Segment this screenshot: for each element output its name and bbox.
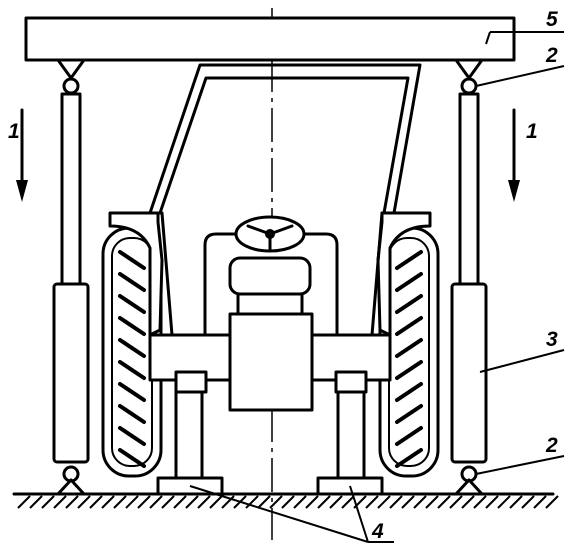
fender-left (108, 211, 164, 337)
hatch-mark (545, 495, 559, 509)
tyre-tread (395, 448, 423, 468)
hatch-mark (473, 495, 487, 509)
hatch-mark (161, 495, 175, 509)
tyre-tread (395, 250, 423, 270)
hatch-mark (197, 495, 211, 509)
tyre-tread (395, 426, 423, 446)
hatch-mark (497, 495, 511, 509)
hatch-mark (17, 495, 31, 509)
support-stand-left (156, 370, 224, 496)
force-arrow-right (508, 108, 520, 202)
hatch-mark (173, 495, 187, 509)
hatch-mark (521, 495, 535, 509)
hatch-mark (389, 495, 403, 509)
hatch-mark (269, 495, 283, 509)
hatch-mark (77, 495, 91, 509)
label-arrow-left: 1 (8, 120, 20, 143)
tyre-tread (118, 250, 146, 270)
hatch-mark (461, 495, 475, 509)
hatch-mark (449, 495, 463, 509)
hatch-mark (317, 495, 331, 509)
actuator-left (52, 58, 90, 496)
tyre-tread (118, 338, 146, 358)
ground-hatching (17, 495, 559, 509)
label-supports: 4 (371, 520, 384, 543)
hatch-mark (65, 495, 79, 509)
leader-lines (189, 31, 565, 543)
hatch-mark (41, 495, 55, 509)
tyre-tread (118, 272, 146, 292)
tyre-tread (395, 316, 423, 336)
hatch-mark (257, 495, 271, 509)
hatch-mark (209, 495, 223, 509)
hatch-mark (149, 495, 163, 509)
hatch-mark (137, 495, 151, 509)
label-beam: 5 (546, 8, 558, 31)
tyre-tread (395, 404, 423, 424)
tyre-tread (118, 426, 146, 446)
hatch-mark (221, 495, 235, 509)
cab-frame (148, 63, 422, 337)
label-cylinder: 3 (546, 328, 558, 351)
hatch-mark (281, 495, 295, 509)
tyre-tread (395, 294, 423, 314)
tyre-tread (395, 338, 423, 358)
tyre-tread (118, 294, 146, 314)
tyre-tread (118, 316, 146, 336)
hatch-mark (413, 495, 427, 509)
tyre-tread (395, 360, 423, 380)
tyre-tread (118, 382, 146, 402)
ground (12, 492, 559, 509)
tyre-tread (118, 404, 146, 424)
hatch-mark (329, 495, 343, 509)
hatch-mark (101, 495, 115, 509)
hatch-mark (53, 495, 67, 509)
hatch-mark (341, 495, 355, 509)
hatch-mark (509, 495, 523, 509)
hatch-mark (305, 495, 319, 509)
hatch-mark (425, 495, 439, 509)
label-arrow-right: 1 (526, 120, 538, 143)
hatch-mark (113, 495, 127, 509)
steering-wheel (234, 215, 306, 253)
label-pivot-bottom: 2 (545, 434, 558, 457)
tyre-tread (118, 360, 146, 380)
tyre-tread (395, 382, 423, 402)
hatch-mark (185, 495, 199, 509)
hatch-mark (245, 495, 259, 509)
hatch-mark (29, 495, 43, 509)
hatch-mark (437, 495, 451, 509)
hatch-mark (89, 495, 103, 509)
hatch-mark (485, 495, 499, 509)
hatch-mark (125, 495, 139, 509)
tyre-tread (118, 448, 146, 468)
hatch-mark (533, 495, 547, 509)
label-pivot-top: 2 (545, 44, 558, 67)
hatch-mark (401, 495, 415, 509)
actuator-right (450, 58, 488, 496)
force-arrow-left (16, 108, 28, 202)
load-beam (24, 16, 516, 62)
hatch-mark (293, 495, 307, 509)
support-stand-right (316, 370, 384, 496)
hatch-mark (377, 495, 391, 509)
hatch-mark (365, 495, 379, 509)
tyre-tread (395, 272, 423, 292)
